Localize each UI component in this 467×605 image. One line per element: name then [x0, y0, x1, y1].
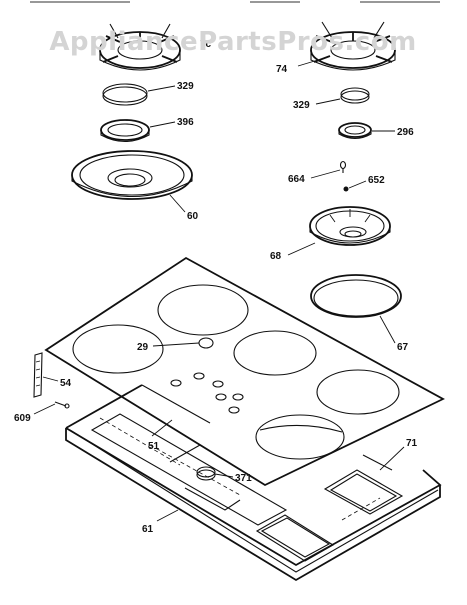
part-label-61: 61: [142, 524, 154, 535]
part-label-partial: 7c: [200, 39, 212, 50]
watermark-text: AppliancePartsPros.com: [49, 27, 416, 57]
leader-line: [297, 59, 319, 67]
grate-left: 7c: [99, 23, 212, 71]
burner-head-right: [338, 122, 372, 140]
part-label-67: 67: [397, 342, 409, 353]
part-label-329-left: 329: [177, 81, 194, 92]
burner-bowl-left: [71, 150, 193, 200]
leader-line: [169, 194, 186, 213]
part-label-652: 652: [368, 175, 385, 186]
cooktop-panel: [44, 256, 445, 487]
part-label-371: 371: [235, 473, 252, 484]
part-label-396: 396: [177, 117, 194, 128]
base-pan: [65, 384, 442, 582]
leader-line: [379, 446, 405, 471]
orifice-pin: [339, 160, 347, 173]
leader-line: [310, 169, 341, 179]
part-label-51: 51: [148, 441, 160, 452]
leader-line: [42, 376, 59, 382]
leader-line: [33, 403, 56, 415]
side-trim-strip: [33, 352, 43, 398]
leader-line: [152, 342, 200, 347]
burner-cap-right: [340, 87, 370, 104]
small-clip: [343, 186, 349, 192]
burner-head-left: [100, 119, 150, 143]
part-label-60: 60: [187, 211, 199, 222]
leader-line: [151, 419, 173, 437]
leader-line: [214, 473, 234, 478]
part-label-54: 54: [60, 378, 72, 389]
part-label-74: 74: [276, 64, 288, 75]
leader-line: [149, 121, 176, 128]
burner-cap-left: [102, 83, 148, 106]
leader-line: [287, 242, 316, 256]
part-label-29: 29: [137, 342, 149, 353]
part-label-664: 664: [288, 174, 305, 185]
part-label-71: 71: [406, 438, 418, 449]
part-label-329-right: 329: [293, 100, 310, 111]
part-label-609: 609: [14, 413, 31, 424]
screw: [54, 401, 70, 409]
leader-line: [315, 98, 341, 105]
leader-line: [379, 315, 396, 344]
trim-ring: [310, 274, 402, 318]
leader-line: [348, 180, 367, 189]
leader-line: [147, 85, 176, 92]
leader-line: [156, 509, 179, 522]
part-label-296: 296: [397, 127, 414, 138]
burner-bowl-right: [309, 206, 391, 246]
part-label-68: 68: [270, 251, 282, 262]
